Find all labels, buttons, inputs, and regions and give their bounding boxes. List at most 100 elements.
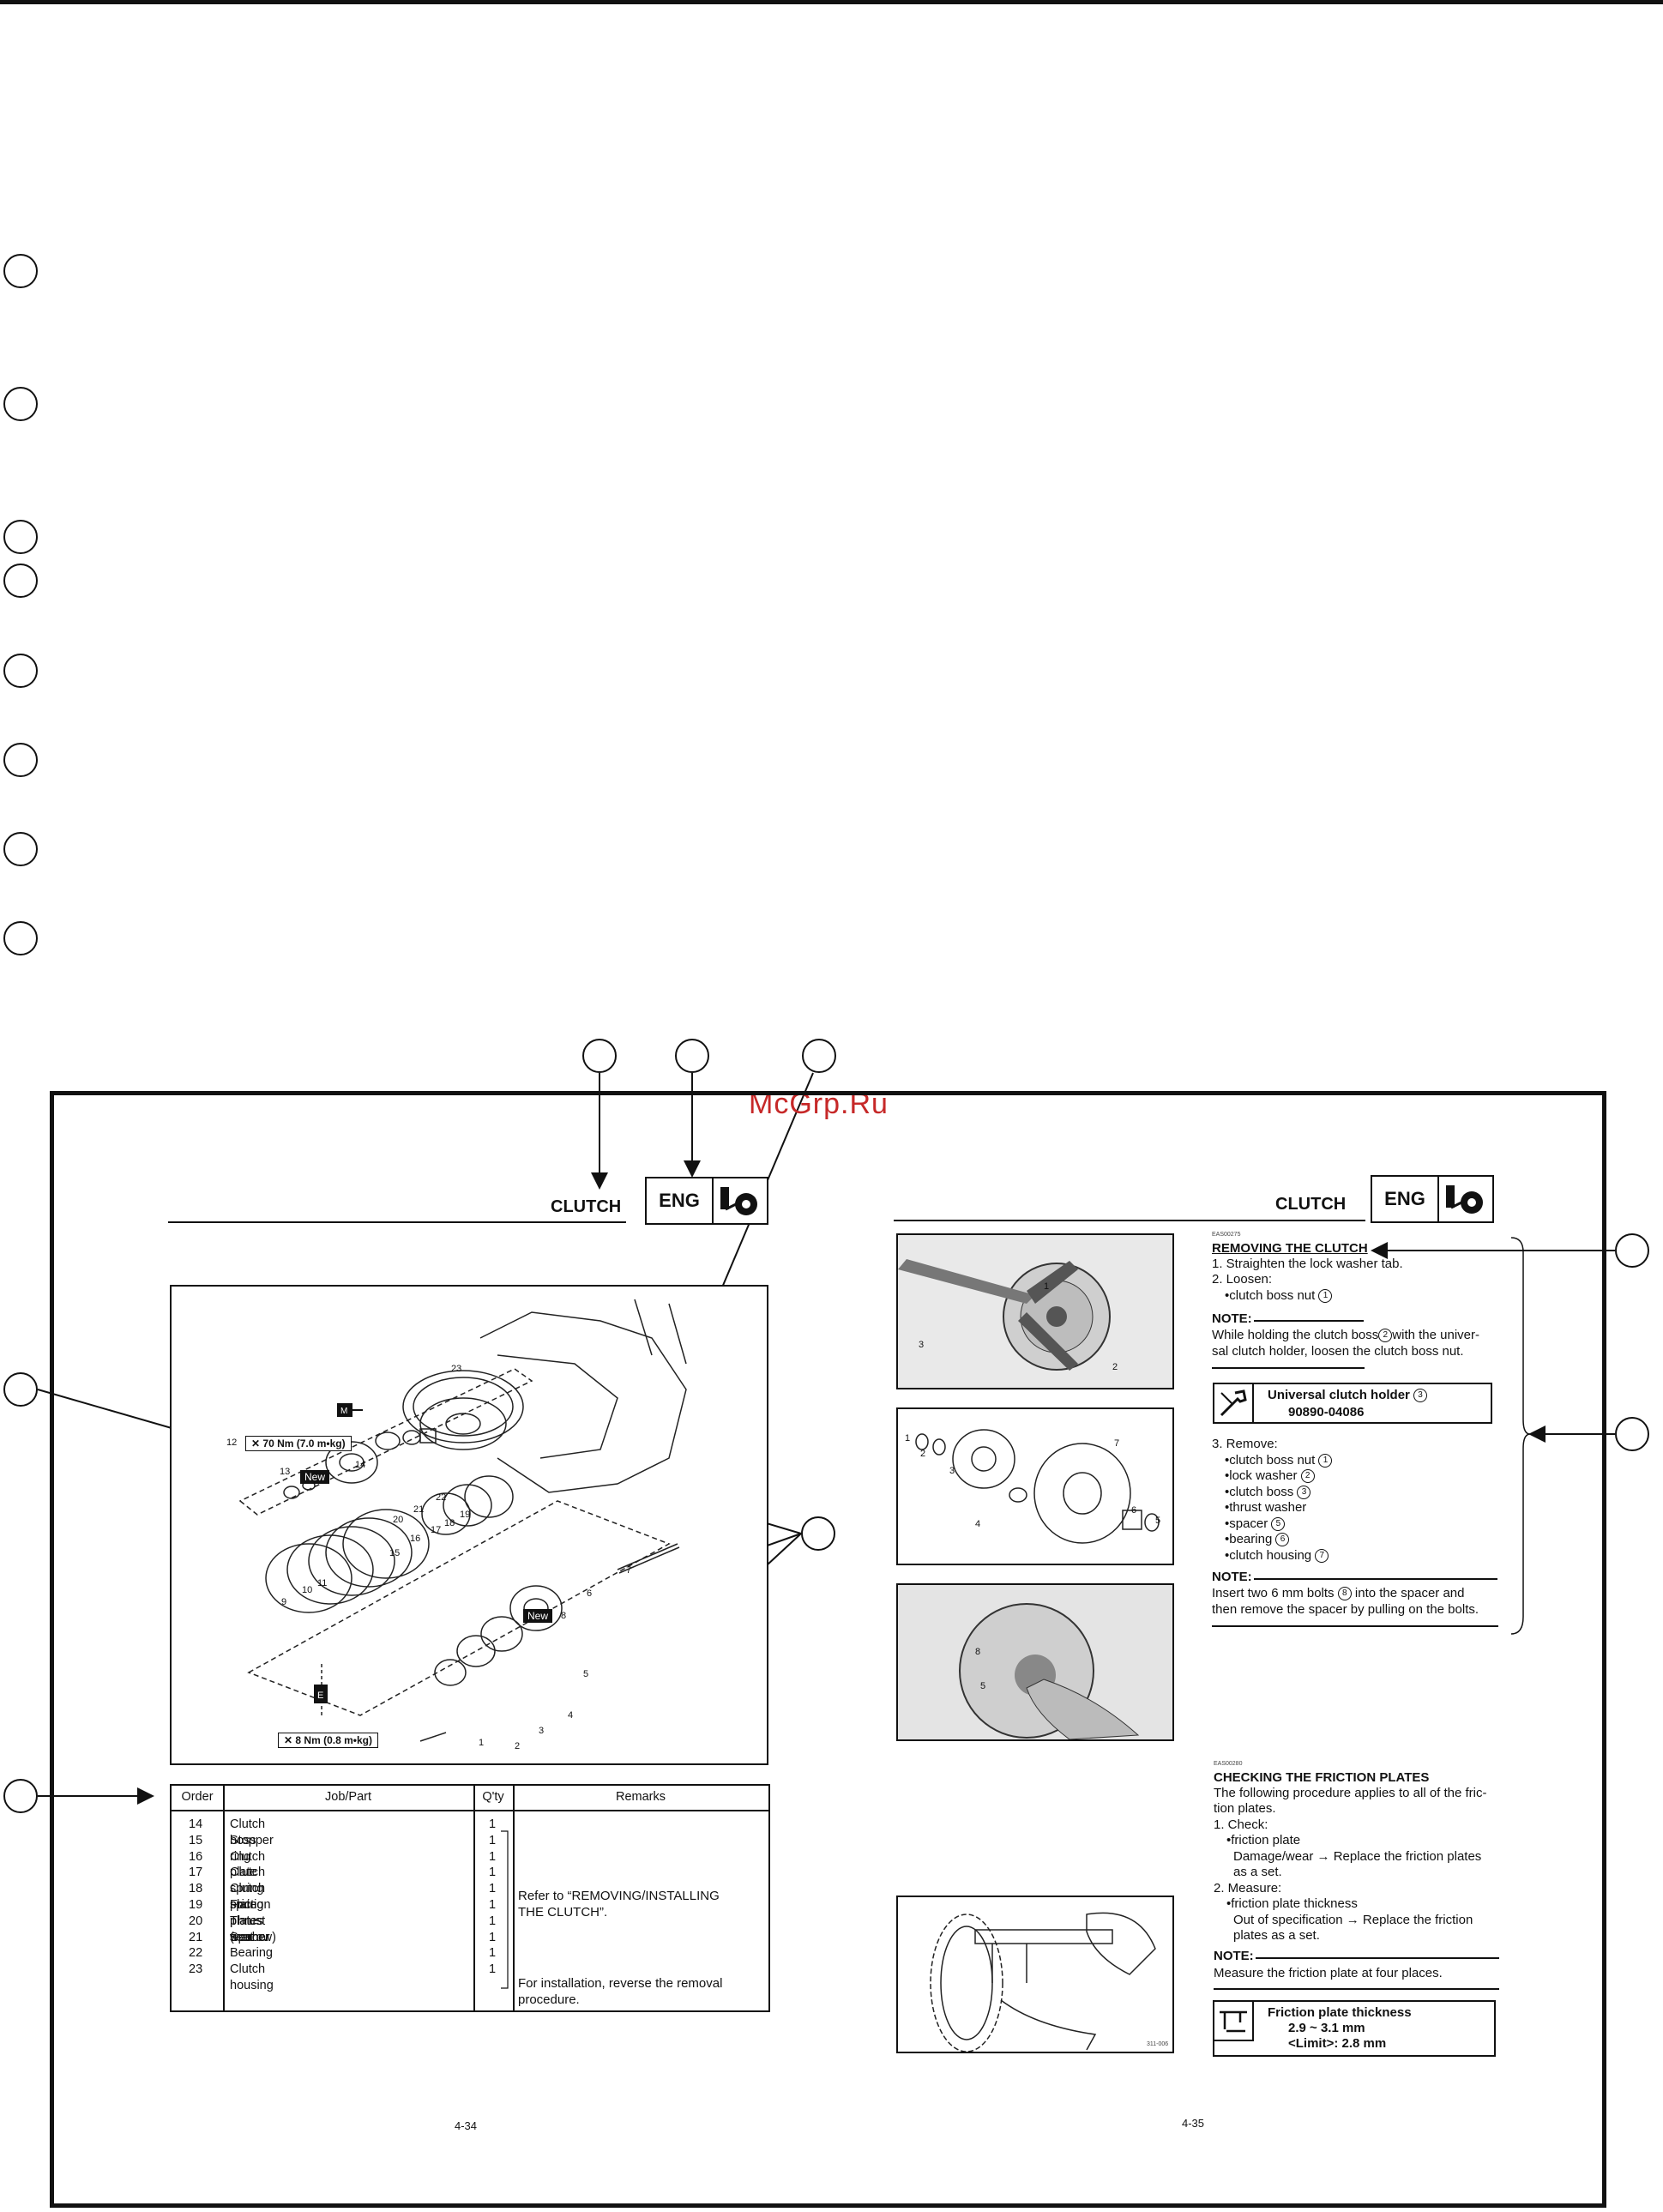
- exploded-view-diagram: M E ✕ 70 Nm (7.0 m•kg) ✕ 8 Nm (0.8 m•kg)…: [170, 1285, 768, 1765]
- callout-12: 12: [226, 1437, 238, 1448]
- note-end-rule-1: [1212, 1367, 1365, 1369]
- step-2: 2. Loosen:: [1212, 1272, 1273, 1287]
- top-marker-b: [675, 1039, 709, 1073]
- check-intro-line2: tion plates.: [1214, 1801, 1276, 1816]
- top-marker-a: [582, 1039, 617, 1073]
- check-step-1: 1. Check:: [1214, 1817, 1268, 1832]
- remove-item: •clutch boss 3: [1225, 1485, 1311, 1501]
- photo1-label-1: 1: [1044, 1281, 1050, 1292]
- remove-item: •clutch housing 7: [1225, 1548, 1329, 1564]
- left-page-number: 4-34: [455, 2119, 478, 2132]
- callout-21: 21: [413, 1504, 425, 1515]
- legend-marker-4: [3, 564, 38, 598]
- photo2-label-5: 5: [1155, 1516, 1161, 1526]
- new-tag-o-ring: New: [523, 1609, 553, 1623]
- photo2-label-7: 7: [1114, 1438, 1120, 1449]
- tool-name: Universal clutch holder 3: [1268, 1388, 1428, 1403]
- note-2-text: Insert two 6 mm bolts 8 into the spacer …: [1212, 1586, 1465, 1601]
- note-rule-1: [1254, 1320, 1364, 1322]
- callout-13: 13: [280, 1467, 291, 1477]
- wrench-icon: [1214, 1384, 1254, 1422]
- right-header-rule: [894, 1220, 1365, 1221]
- photo2-label-1: 1: [905, 1433, 911, 1444]
- page-spread-frame: [50, 1091, 1606, 2208]
- legend-marker-2: [3, 387, 38, 421]
- remark-refer: Refer to “REMOVING/INSTALLING THE CLUTCH…: [518, 1889, 720, 1920]
- callout-9: 9: [281, 1597, 287, 1607]
- removing-clutch-heading: REMOVING THE CLUTCH: [1212, 1241, 1368, 1256]
- callout-3: 3: [539, 1726, 545, 1736]
- callout-8: 8: [561, 1611, 567, 1621]
- right-eng-label: ENG: [1384, 1188, 1425, 1209]
- photo2-label-6: 6: [1131, 1505, 1137, 1516]
- callout-22: 22: [436, 1492, 447, 1503]
- header-order: Order: [181, 1790, 214, 1804]
- remarks-bracket: [501, 1830, 509, 1989]
- right-page-number: 4-35: [1182, 2117, 1205, 2130]
- legend-marker-3: [3, 520, 38, 554]
- check-step-1-item: •friction plate: [1226, 1833, 1301, 1847]
- callout-19: 19: [460, 1510, 471, 1520]
- callout-1: 1: [479, 1738, 485, 1748]
- callout-14: 14: [355, 1460, 366, 1470]
- caliper-icon: [1214, 2002, 1254, 2041]
- top-marker-c: [802, 1039, 836, 1073]
- clutch-exploded-drawing: M E: [238, 1299, 687, 1742]
- callout-2: 2: [515, 1741, 521, 1751]
- spec-limit: <Limit>: 2.8 mm: [1288, 2036, 1387, 2051]
- spec-box-friction-thickness: Friction plate thickness 2.9 ~ 3.1 mm <L…: [1213, 2000, 1496, 2057]
- tool-part-number: 90890-04086: [1288, 1405, 1365, 1419]
- marker-body: [1615, 1417, 1649, 1451]
- note-label-3: NOTE:: [1214, 1949, 1254, 1963]
- remove-item: •thrust washer: [1225, 1500, 1307, 1515]
- remove-item: •lock washer 2: [1225, 1468, 1315, 1485]
- header-remarks: Remarks: [615, 1790, 666, 1804]
- torque-spec-top: ✕ 70 Nm (7.0 m•kg): [245, 1436, 352, 1451]
- check-step-2-detail: Out of specification → Replace the frict…: [1233, 1913, 1473, 1927]
- right-eng-tag: ENG: [1371, 1175, 1494, 1223]
- code-removing: EAS00275: [1212, 1232, 1241, 1238]
- remove-item: •spacer 5: [1225, 1516, 1286, 1533]
- legend-marker-5: [3, 654, 38, 688]
- photo2-label-3: 3: [949, 1466, 955, 1476]
- checking-friction-plates-heading: CHECKING THE FRICTION PLATES: [1214, 1770, 1430, 1785]
- check-step-2: 2. Measure:: [1214, 1881, 1282, 1896]
- photo2-label-4: 4: [975, 1519, 981, 1529]
- note-rule-3: [1256, 1957, 1499, 1959]
- left-section-title: CLUTCH: [551, 1197, 622, 1216]
- lube-e-label: E: [317, 1691, 323, 1701]
- side-marker-table: [3, 1779, 38, 1813]
- photo3-label-8: 8: [975, 1647, 981, 1657]
- photo1-label-3: 3: [919, 1340, 925, 1350]
- torque-spec-bottom: ✕ 8 Nm (0.8 m•kg): [278, 1733, 378, 1748]
- col-divider-1: [223, 1786, 225, 2010]
- side-marker-diagram: [3, 1372, 38, 1407]
- remove-item: •bearing 6: [1225, 1532, 1290, 1548]
- note-label-2: NOTE:: [1212, 1570, 1252, 1584]
- note-2-text-line2: then remove the spacer by pulling on the…: [1212, 1602, 1479, 1617]
- clutch-holder-illustration: [898, 1235, 1172, 1388]
- photo-clutch-holder: 3 1 2: [896, 1233, 1174, 1389]
- new-tag-lock-washer: New: [300, 1470, 330, 1484]
- col-divider-2: [473, 1786, 475, 2010]
- legend-marker-6: [3, 743, 38, 777]
- lube-m-label: M: [340, 1407, 347, 1416]
- note-3-text: Measure the friction plate at four place…: [1214, 1966, 1443, 1980]
- spec-value: 2.9 ~ 3.1 mm: [1288, 2021, 1365, 2035]
- header-job-part: Job/Part: [325, 1790, 371, 1804]
- header-divider: [172, 1810, 768, 1811]
- code-checking: EAS00280: [1214, 1761, 1243, 1767]
- photo-spacer-removal: 8 5: [896, 1583, 1174, 1741]
- callout-20: 20: [393, 1515, 404, 1525]
- marker-lube: [801, 1516, 835, 1551]
- callout-11: 11: [317, 1578, 328, 1588]
- legend-marker-1: [3, 254, 38, 288]
- check-intro: The following procedure applies to all o…: [1214, 1786, 1487, 1800]
- clutch-parts-illustration: [915, 1429, 1160, 1544]
- callout-23: 23: [451, 1364, 462, 1374]
- special-tool-box: Universal clutch holder 3 90890-04086: [1213, 1383, 1492, 1424]
- callout-6: 6: [587, 1588, 593, 1599]
- callout-18: 18: [444, 1518, 455, 1528]
- header-qty: Q'ty: [482, 1790, 504, 1804]
